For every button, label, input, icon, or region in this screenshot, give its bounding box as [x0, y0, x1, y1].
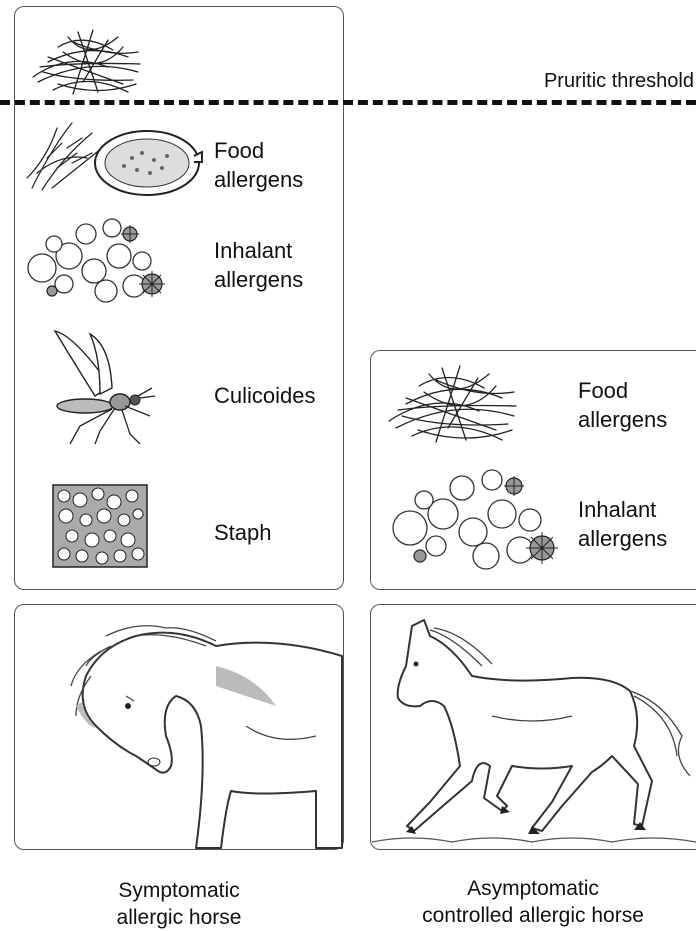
right-inhalant-allergens-label: Inhalant allergens — [578, 495, 667, 553]
staph-label: Staph — [214, 518, 272, 547]
inhalant-allergens-label: Inhalant allergens — [214, 236, 303, 294]
staph-bacteria-icon — [52, 484, 148, 568]
right-food-allergens-label: Food allergens — [578, 376, 667, 434]
food-allergens-label: Food allergens — [214, 136, 303, 194]
symptomatic-horse-icon — [16, 606, 342, 848]
pruritic-threshold-label: Pruritic threshold — [544, 70, 694, 93]
pollen-spores-icon — [24, 216, 166, 306]
pollen-spores-icon — [388, 466, 558, 572]
symptomatic-caption: Symptomatic allergic horse — [14, 877, 344, 931]
asymptomatic-horse-icon — [372, 606, 696, 848]
hay-icon — [384, 356, 524, 452]
asymptomatic-caption: Asymptomatic controlled allergic horse — [370, 875, 696, 929]
hay-food-icon — [22, 118, 202, 198]
midge-insect-icon — [40, 326, 160, 451]
hay-icon — [28, 22, 148, 102]
culicoides-label: Culicoides — [214, 381, 316, 410]
